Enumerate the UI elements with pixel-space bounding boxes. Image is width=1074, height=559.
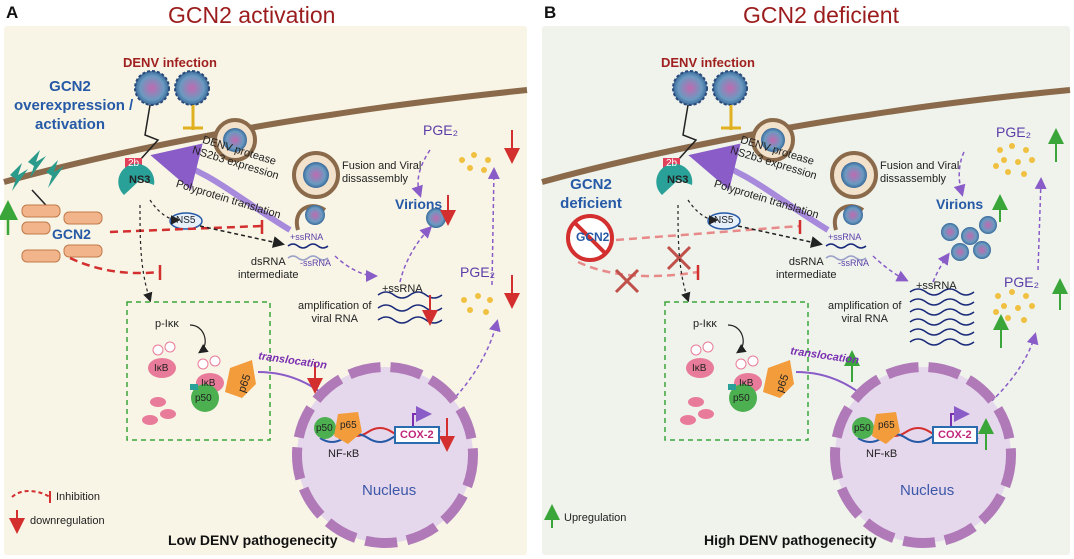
ns3-label: NS3 xyxy=(667,174,689,186)
panel-a-footer: Low DENV pathogenecity xyxy=(168,532,338,548)
inhibition-line xyxy=(615,224,801,242)
ikb-complex-icon xyxy=(142,341,256,425)
cytoplasm-box xyxy=(126,301,271,441)
panel-b-illustration xyxy=(541,70,1071,548)
nfkb-complex-icon xyxy=(314,412,362,444)
ns3-protein-icon xyxy=(656,158,693,195)
dsrna-label: dsRNA intermediate xyxy=(776,256,837,281)
virions-icon xyxy=(941,216,997,261)
amplification-label: amplification of viral RNA xyxy=(828,300,902,325)
p-ikk-label: p-Iκκ xyxy=(693,318,717,330)
dsrna-label: dsRNA intermediate xyxy=(238,256,299,281)
fusion-label: Fusion and Viral dissassembly xyxy=(880,160,960,185)
panel-a-letter: A xyxy=(6,3,19,22)
p65-nuclear-label: p65 xyxy=(878,420,895,431)
gcn2-label: GCN2 xyxy=(52,226,91,242)
endosome-virus-icon xyxy=(751,118,878,231)
panel-b-footer: High DENV pathogenecity xyxy=(704,532,877,548)
ns5-label: NS5 xyxy=(714,215,734,226)
cell-membrane xyxy=(541,87,1071,185)
nfkb-label: NF-κB xyxy=(328,448,360,460)
ikb-label: IκB xyxy=(692,363,707,374)
ikb-complex-icon xyxy=(680,341,794,425)
panel-b: B GCN2 deficient DENV infection GCN2 def… xyxy=(538,0,1074,559)
nucleus-icon xyxy=(292,362,478,548)
ikb-label-2: IκB xyxy=(739,378,754,389)
amplification-label: amplification of viral RNA xyxy=(298,300,372,325)
minus-ssrna-label: -ssRNA xyxy=(300,258,331,268)
nucleus-icon xyxy=(830,362,1016,548)
pge2-dots-icon xyxy=(993,143,1035,323)
ns3-label: NS3 xyxy=(129,174,151,186)
p50-label: p50 xyxy=(733,393,750,404)
pge2-top-label: PGE₂ xyxy=(423,122,458,138)
inhibition-line-2 xyxy=(577,260,699,278)
amp-ssrna-label: +ssRNA xyxy=(382,283,423,295)
legend-downregulation-label: downregulation xyxy=(30,515,105,527)
legend-upregulation-label: Upregulation xyxy=(564,512,627,524)
ns3-protein-icon xyxy=(118,158,155,195)
virions-label: Virions xyxy=(395,196,443,212)
nfkb-complex-icon xyxy=(852,412,900,444)
legend-inhibition-label: Inhibition xyxy=(56,491,101,503)
minus-ssrna-label: -ssRNA xyxy=(838,258,869,268)
block-x-icon xyxy=(614,245,692,294)
panel-a-title: GCN2 activation xyxy=(168,2,336,28)
panel-a: A GCN2 activation DENV infection GCN2 ov… xyxy=(0,0,531,559)
cox2-gene-box: COX-2 xyxy=(932,426,978,444)
pge2-top-label: PGE₂ xyxy=(996,124,1031,140)
pge2-dots-icon xyxy=(459,152,493,315)
cell-membrane xyxy=(3,87,528,185)
virus-particle-icon xyxy=(672,70,748,161)
inhibition-line-2 xyxy=(69,256,161,275)
p50-label: p50 xyxy=(195,393,212,404)
gcn2-protein-icon xyxy=(21,204,103,263)
p65-nuclear-label: p65 xyxy=(340,420,357,431)
gcn2-overexpression-label: GCN2 overexpression / activation xyxy=(14,78,134,133)
p50-nuclear-label: p50 xyxy=(316,423,333,434)
cytoplasm-box xyxy=(664,301,809,441)
ns5-label: NS5 xyxy=(176,215,196,226)
upregulation-arrows xyxy=(544,128,1068,528)
nucleus-label: Nucleus xyxy=(900,482,955,499)
plus-ssrna-label: +ssRNA xyxy=(290,232,324,242)
pge2-lower-label: PGE₂ xyxy=(1004,274,1039,290)
amplified-rna-icon xyxy=(909,288,975,346)
polyprotein-arrow xyxy=(688,143,830,233)
fusion-label: Fusion and Viral dissassembly xyxy=(342,160,422,185)
ikb-label-2: IκB xyxy=(201,378,216,389)
panel-a-illustration xyxy=(0,70,528,548)
denv-infection-label: DENV infection xyxy=(661,55,755,70)
downregulation-arrows xyxy=(9,130,520,534)
pge2-lower-label: PGE₂ xyxy=(460,264,495,280)
panel-b-title: GCN2 deficient xyxy=(743,2,899,28)
p50-nuclear-label: p50 xyxy=(854,423,871,434)
lightning-icon xyxy=(10,150,64,191)
ns2b-label: 2b xyxy=(128,158,140,169)
denv-infection-label: DENV infection xyxy=(123,55,217,70)
panel-b-letter: B xyxy=(544,3,557,22)
p-ikk-label: p-Iκκ xyxy=(155,318,179,330)
amp-ssrna-label: +ssRNA xyxy=(916,280,957,292)
plus-ssrna-label: +ssRNA xyxy=(828,232,862,242)
virions-label: Virions xyxy=(936,196,984,212)
cox2-gene-box: COX-2 xyxy=(394,426,440,444)
ikb-label: IκB xyxy=(154,363,169,374)
no-gcn2-icon xyxy=(566,214,614,262)
polyprotein-arrow xyxy=(150,143,292,233)
endosome-virus-icon xyxy=(213,118,340,231)
nucleus-label: Nucleus xyxy=(362,482,417,499)
gcn2-deficient-label: GCN2 deficient xyxy=(560,176,622,212)
ns2b-label: 2b xyxy=(666,158,678,169)
virus-particle-icon xyxy=(134,70,210,161)
gcn2-label: GCN2 xyxy=(576,230,610,244)
nfkb-label: NF-κB xyxy=(866,448,898,460)
